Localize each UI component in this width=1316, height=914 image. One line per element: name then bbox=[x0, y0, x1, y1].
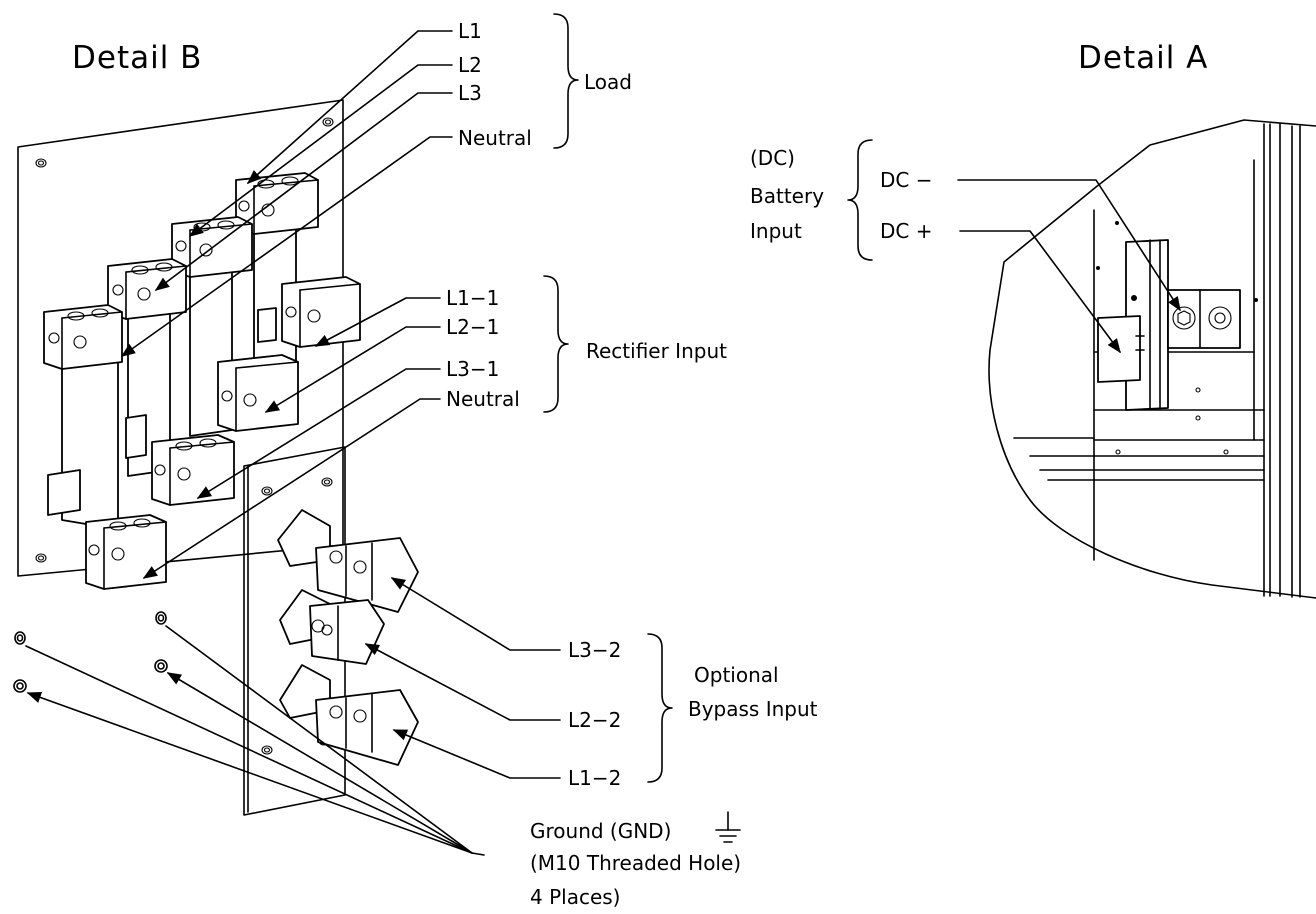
rectifier-lug-l3-1 bbox=[151, 434, 235, 506]
load-callouts: L1 L2 L3 Neutral Load bbox=[120, 13, 632, 357]
detail-b-panel bbox=[13, 99, 419, 816]
detail-a-view bbox=[988, 119, 1316, 599]
bypass-lug-l3-2 bbox=[277, 509, 419, 613]
bypass-callouts: L3−2 L2−2 L1−2 Optional Bypass Input bbox=[364, 577, 818, 790]
dc-terminal-negative: DC − bbox=[880, 168, 932, 192]
bypass-lug-l1-2 bbox=[279, 664, 419, 766]
load-terminal-l3: L3 bbox=[458, 81, 482, 105]
load-lug-l1 bbox=[235, 172, 319, 235]
load-terminal-l1: L1 bbox=[458, 19, 482, 43]
load-lug-neutral bbox=[43, 304, 123, 370]
bypass-terminal-l1-2: L1−2 bbox=[568, 766, 621, 790]
dc-group-label-line3: Input bbox=[750, 219, 802, 243]
ground-symbol-icon bbox=[715, 811, 741, 843]
rectifier-lug-l2-1 bbox=[217, 354, 299, 432]
detail-a-title: Detail A bbox=[1078, 40, 1208, 76]
rectifier-lug-neutral bbox=[85, 514, 167, 590]
dc-terminal-positive: DC + bbox=[880, 219, 932, 243]
rectifier-lug-l1-1 bbox=[281, 276, 361, 348]
rectifier-callouts: L1−1 L2−1 L3−1 Neutral Rectifier Input bbox=[142, 275, 727, 579]
bypass-group-label-line2: Bypass Input bbox=[688, 697, 818, 721]
bypass-terminal-l3-2: L3−2 bbox=[568, 638, 621, 662]
ground-label-line3: 4 Places) bbox=[530, 885, 620, 909]
detail-b-title: Detail B bbox=[72, 40, 202, 76]
rectifier-terminal-neutral: Neutral bbox=[446, 387, 520, 411]
rectifier-terminal-l2-1: L2−1 bbox=[446, 315, 499, 339]
ground-callouts: Ground (GND) (M10 Threaded Hole) 4 Place… bbox=[25, 625, 741, 909]
load-terminal-l2: L2 bbox=[458, 53, 482, 77]
bypass-terminal-l2-2: L2−2 bbox=[568, 708, 621, 732]
dc-callouts: DC − DC + (DC) Battery Input bbox=[750, 139, 1181, 354]
load-terminal-neutral: Neutral bbox=[458, 126, 532, 150]
ground-holes bbox=[13, 611, 168, 693]
dc-group-label-line2: Battery bbox=[750, 184, 824, 208]
rectifier-group-label: Rectifier Input bbox=[586, 339, 727, 363]
rectifier-terminal-l1-1: L1−1 bbox=[446, 286, 499, 310]
load-group-label: Load bbox=[584, 70, 632, 94]
bypass-group-label-line1: Optional bbox=[694, 663, 779, 687]
dc-group-label-line1: (DC) bbox=[750, 146, 795, 170]
rectifier-terminal-l3-1: L3−1 bbox=[446, 357, 499, 381]
ground-label-line1: Ground (GND) bbox=[530, 819, 671, 843]
ground-label-line2: (M10 Threaded Hole) bbox=[530, 851, 741, 875]
bypass-lug-l2-2 bbox=[279, 589, 385, 665]
